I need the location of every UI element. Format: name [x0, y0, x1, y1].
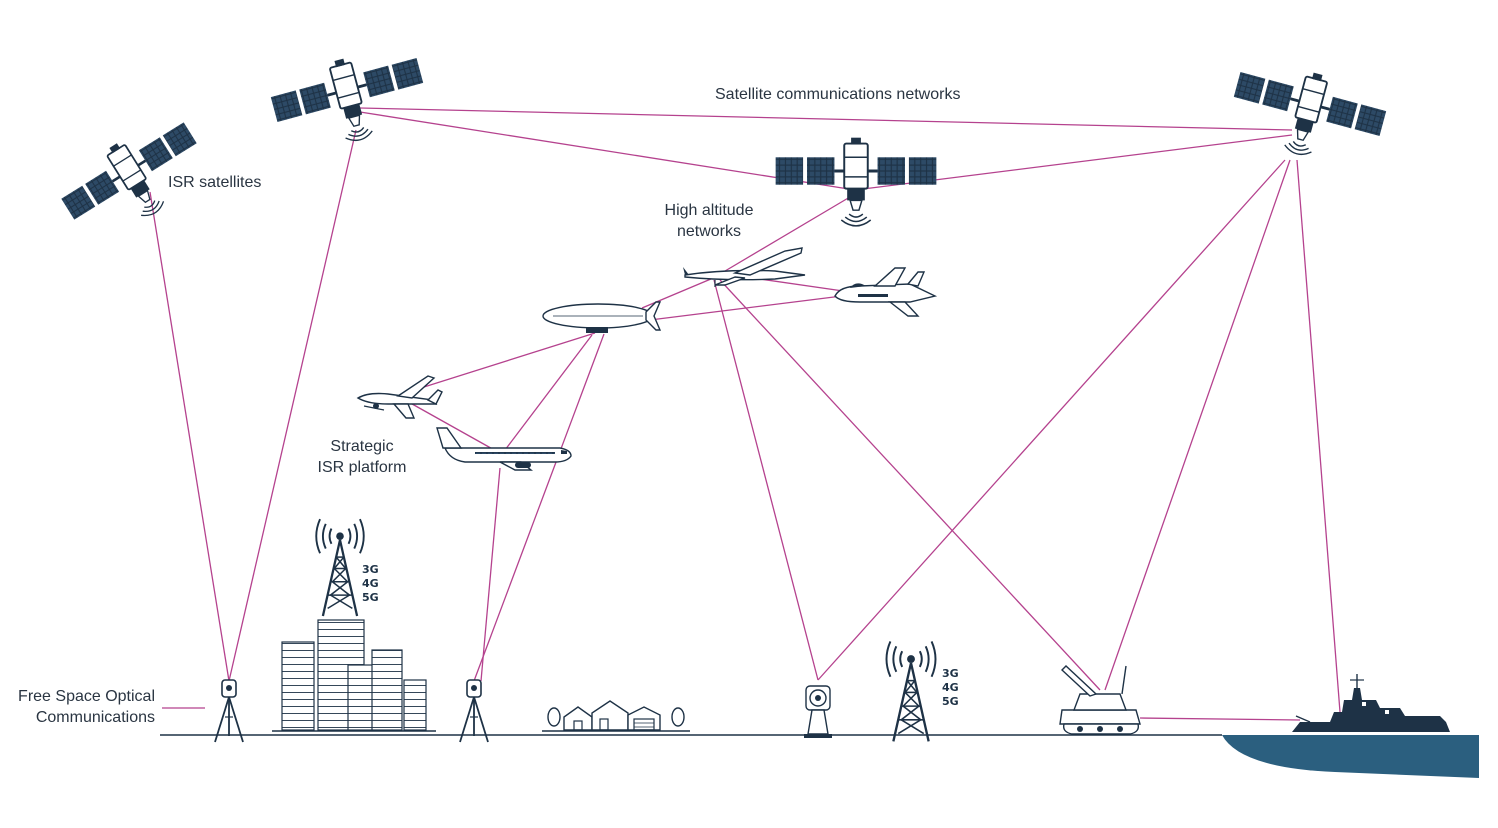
link-sat3-uav: [719, 193, 856, 275]
high-altitude-label: High altitude networks: [650, 200, 768, 242]
link-sat4-telescope: [817, 159, 1286, 681]
link-sat1-tripod1: [149, 191, 230, 682]
gen-5g-city: 5G: [362, 591, 379, 604]
cell-tower-field-icon: [885, 640, 937, 743]
link-blimp-tripod2: [473, 333, 605, 682]
city-buildings-icon: [272, 619, 436, 732]
gen-4g-city: 4G: [362, 577, 379, 590]
strategic-line-2: ISR platform: [317, 459, 407, 476]
houses-icon: [542, 700, 690, 732]
fso-line-1: Free Space Optical: [18, 688, 155, 705]
link-sat2-sat3: [359, 111, 856, 191]
gen-5g-field: 5G: [942, 695, 959, 708]
comms-satellite-left-icon: [264, 38, 435, 161]
strategic-airliner-icon: [436, 427, 572, 471]
link-sat2-tripod1: [228, 129, 357, 682]
gen-3g-city: 3G: [362, 563, 379, 576]
high-altitude-line-1: High altitude: [664, 202, 754, 219]
high-altitude-line-2: networks: [676, 223, 742, 240]
comms-satellite-center-icon: [774, 136, 938, 228]
link-tank-ship: [1139, 717, 1301, 721]
link-drone-airliner: [404, 399, 506, 457]
tower-generations-field: 3G 4G 5G: [942, 667, 959, 709]
link-sat4-tank: [1104, 159, 1291, 691]
tower-generations-city: 3G 4G 5G: [362, 563, 379, 605]
link-blimp-airliner: [504, 334, 593, 451]
cell-tower-city-icon: [315, 517, 365, 618]
link-sat4-ship: [1296, 159, 1341, 713]
high-altitude-uav-icon: [683, 247, 806, 287]
gen-4g-field: 4G: [942, 681, 959, 694]
comms-satellite-right-icon: [1222, 52, 1393, 175]
fighter-jet-icon: [834, 267, 938, 317]
link-uav-tank: [719, 279, 1101, 691]
isr-satellites-label: ISR satellites: [168, 174, 262, 191]
surveillance-drone-icon: [356, 375, 443, 419]
link-blimp-drone: [404, 332, 596, 394]
fso-label: Free Space Optical Communications: [0, 686, 155, 728]
tank-icon: [1059, 665, 1141, 735]
ground-telescope-icon: [804, 685, 832, 738]
fso-terminal-left-icon: [214, 679, 244, 743]
warship-icon: [1292, 674, 1450, 732]
strategic-isr-label: Strategic ISR platform: [300, 436, 424, 478]
fso-terminal-center-icon: [459, 679, 489, 743]
link-uav-telescope: [713, 279, 819, 681]
sea-icon: [1222, 735, 1479, 778]
link-blimp-jet: [649, 294, 851, 321]
link-sat2-sat4: [359, 107, 1293, 131]
strategic-line-1: Strategic: [330, 438, 394, 455]
satcom-label: Satellite communications networks: [715, 86, 961, 103]
blimp-icon: [542, 301, 662, 333]
fso-line-2: Communications: [35, 709, 155, 726]
link-airliner-tripod2: [480, 467, 501, 682]
gen-3g-field: 3G: [942, 667, 959, 680]
link-uav-blimp: [641, 275, 719, 309]
